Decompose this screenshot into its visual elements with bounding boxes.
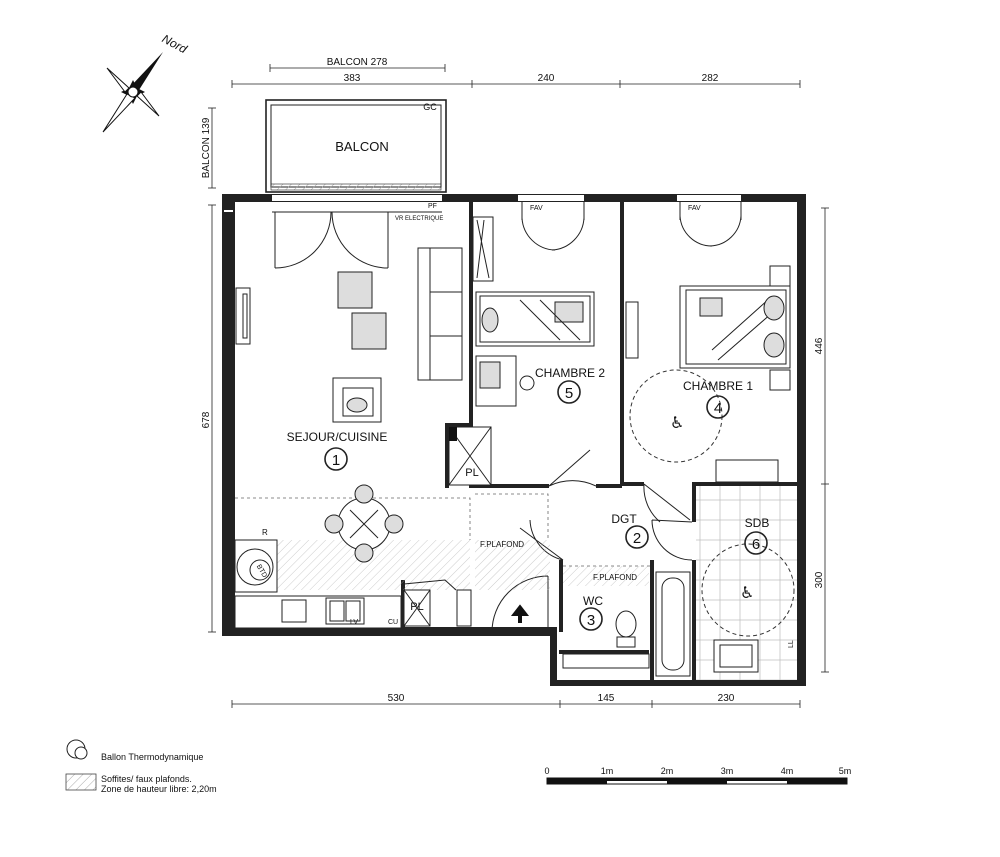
- pl-label-living: PL: [410, 601, 423, 613]
- f-plafond-label-wc: F.PLAFOND: [593, 573, 637, 582]
- dimension-bottom-2: 145: [598, 693, 615, 704]
- living-furniture: [235, 247, 463, 563]
- pf-label: PF: [428, 203, 437, 210]
- chambre2-fav-label: FAV: [530, 205, 543, 212]
- compass: Nord: [102, 32, 190, 133]
- dimension-top-3: 282: [702, 73, 719, 84]
- compass-rose-icon: [102, 52, 163, 133]
- balcony-title: BALCON: [335, 139, 388, 154]
- balcony-gc-label: GC: [423, 102, 437, 112]
- scale-tick-1: 1m: [601, 766, 614, 776]
- room-name-sejour: SEJOUR/CUISINE: [287, 430, 388, 444]
- legend-ballon-label: Ballon Thermodynamique: [101, 752, 203, 762]
- room-name-chambre1: CHAMBRE 1: [683, 379, 753, 393]
- balcony-depth-dimension: BALCON 139: [201, 117, 212, 178]
- window-openings: [224, 195, 741, 212]
- dimension-left: 678: [201, 411, 212, 428]
- scale-tick-2: 2m: [661, 766, 674, 776]
- room-number-sdb: 6: [752, 536, 760, 553]
- scale-tick-5: 5m: [839, 766, 852, 776]
- lv-label: LV: [350, 619, 358, 626]
- vr-electrique-label: VR ELECTRIQUE: [395, 216, 443, 222]
- north-label: Nord: [160, 32, 190, 57]
- legend: Ballon Thermodynamique Soffites/ faux pl…: [65, 739, 217, 794]
- legend-soffite-swatch: [65, 773, 97, 791]
- dimensions-right: 446 300: [814, 207, 829, 673]
- scale-tick-4: 4m: [781, 766, 794, 776]
- dimensions-top: BALCON 278 383 240 282: [231, 57, 801, 88]
- room-name-dgt: DGT: [611, 512, 637, 526]
- room-number-wc: 3: [587, 612, 595, 629]
- dimension-right-2: 300: [814, 571, 825, 588]
- wc-fixtures: [562, 610, 650, 669]
- interior-walls: [401, 200, 800, 680]
- dimension-bottom-1: 530: [388, 693, 405, 704]
- chambre2-furniture: [472, 216, 595, 407]
- balcony-width-dimension: BALCON 278: [327, 57, 388, 68]
- entry-arrow-icon: [510, 604, 530, 623]
- chambre1-fav-label: FAV: [688, 205, 701, 212]
- placard-living: PL: [403, 579, 472, 627]
- dimension-right-1: 446: [814, 337, 825, 354]
- room-name-chambre2: CHAMBRE 2: [535, 366, 605, 380]
- scale-tick-0: 0: [544, 766, 549, 776]
- room-name-sdb: SDB: [745, 516, 770, 530]
- dimension-top-1: 383: [344, 73, 361, 84]
- outer-walls: [222, 194, 806, 686]
- sdb-fixtures: ♿: [655, 543, 795, 677]
- ll-label: LL: [788, 640, 795, 648]
- room-number-chambre2: 5: [565, 385, 573, 402]
- accessibility-icon-sdb: ♿: [740, 583, 754, 602]
- room-name-wc: WC: [583, 594, 603, 608]
- pl-label-chambre2: PL: [465, 467, 478, 479]
- accessibility-icon-chambre1: ♿: [670, 413, 684, 432]
- room-number-chambre1: 4: [714, 400, 722, 417]
- dimension-bottom-3: 230: [718, 693, 735, 704]
- room-number-sejour: 1: [332, 452, 340, 469]
- kitchen: BTD R LV CU: [234, 528, 402, 629]
- soffit-wc: [563, 566, 649, 586]
- chambre1-furniture: ♿: [625, 265, 791, 483]
- balcony: BALCON GC: [265, 99, 447, 193]
- dimension-top-2: 240: [538, 73, 555, 84]
- cu-label: CU: [388, 619, 398, 626]
- legend-soffite-line1: Soffites/ faux plafonds.: [101, 774, 192, 784]
- dimensions-bottom: 530 145 230: [231, 693, 801, 708]
- scale-bar: 0 1m 2m 3m 4m 5m: [544, 766, 852, 785]
- room-number-dgt: 2: [633, 530, 641, 547]
- dimensions-left: BALCON 139 678: [201, 107, 216, 633]
- soffit-hall: [475, 540, 550, 590]
- legend-soffite-line2: Zone de hauteur libre: 2,20m: [101, 784, 217, 794]
- doors: [274, 202, 742, 633]
- f-plafond-label-hall: F.PLAFOND: [480, 540, 524, 549]
- placard-chambre2: PL: [448, 426, 492, 486]
- r-label: R: [262, 528, 268, 537]
- scale-tick-3: 3m: [721, 766, 734, 776]
